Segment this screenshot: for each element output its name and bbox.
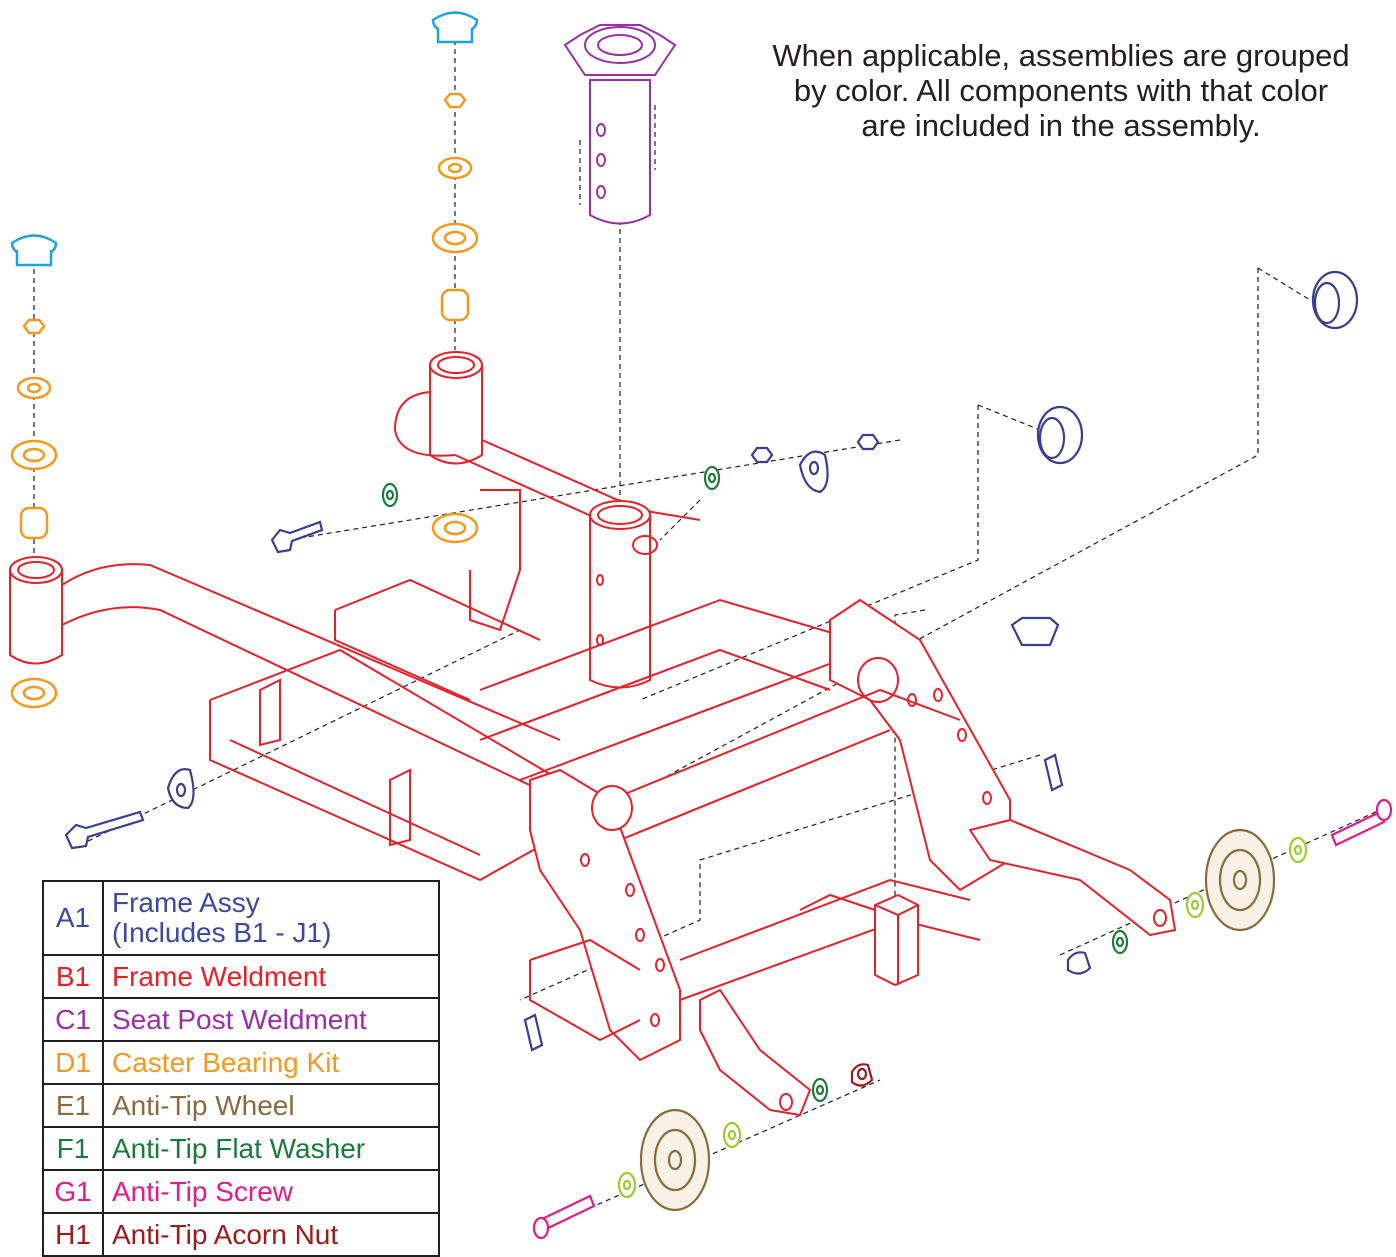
legend-code: F1 [42,1126,104,1171]
legend-desc: Frame Weldment [102,954,440,999]
legend-row: H1 Anti-Tip Acorn Nut [42,1212,440,1257]
legend-row: C1 Seat Post Weldment [42,997,440,1042]
legend-code: B1 [42,954,104,999]
parts-legend-table: A1 Frame Assy (Includes B1 - J1) B1 Fram… [42,880,440,1257]
frame-weldment [9,351,1176,1116]
anti-tip-wheels [639,828,1276,1212]
seat-post-weldment [563,24,677,225]
caster-stack-right [431,11,479,544]
legend-desc: Anti-Tip Acorn Nut [102,1212,440,1257]
legend-row: G1 Anti-Tip Screw [42,1169,440,1214]
legend-code: H1 [42,1212,104,1257]
color-grouping-note: When applicable, assemblies are grouped … [756,38,1366,143]
note-line-2: by color. All components with that color [793,73,1329,108]
legend-desc: Frame Assy (Includes B1 - J1) [102,880,440,956]
legend-row: A1 Frame Assy (Includes B1 - J1) [42,880,440,956]
legend-code: G1 [42,1169,104,1214]
anti-tip-screws [532,798,1393,1240]
legend-code: E1 [42,1083,104,1128]
legend-code: D1 [42,1040,104,1085]
legend-code: C1 [42,997,104,1042]
note-line-3: are included in the assembly. [861,108,1261,143]
note-line-1: When applicable, assemblies are grouped [772,38,1350,73]
legend-row: B1 Frame Weldment [42,954,440,999]
flat-washers [381,465,1308,1199]
legend-row: D1 Caster Bearing Kit [42,1040,440,1085]
legend-desc-line-1: Frame Assy [112,887,260,918]
legend-row: F1 Anti-Tip Flat Washer [42,1126,440,1171]
legend-desc: Anti-Tip Screw [102,1169,440,1214]
legend-desc: Anti-Tip Wheel [102,1083,440,1128]
legend-desc-line-2: (Includes B1 - J1) [112,917,332,948]
hardware-blue [64,270,1359,1052]
legend-desc: Caster Bearing Kit [102,1040,440,1085]
legend-row: E1 Anti-Tip Wheel [42,1083,440,1128]
caster-stack-left [10,234,58,709]
acorn-nuts [850,951,1092,1087]
legend-desc: Anti-Tip Flat Washer [102,1126,440,1171]
legend-desc: Seat Post Weldment [102,997,440,1042]
legend-code: A1 [42,880,104,956]
